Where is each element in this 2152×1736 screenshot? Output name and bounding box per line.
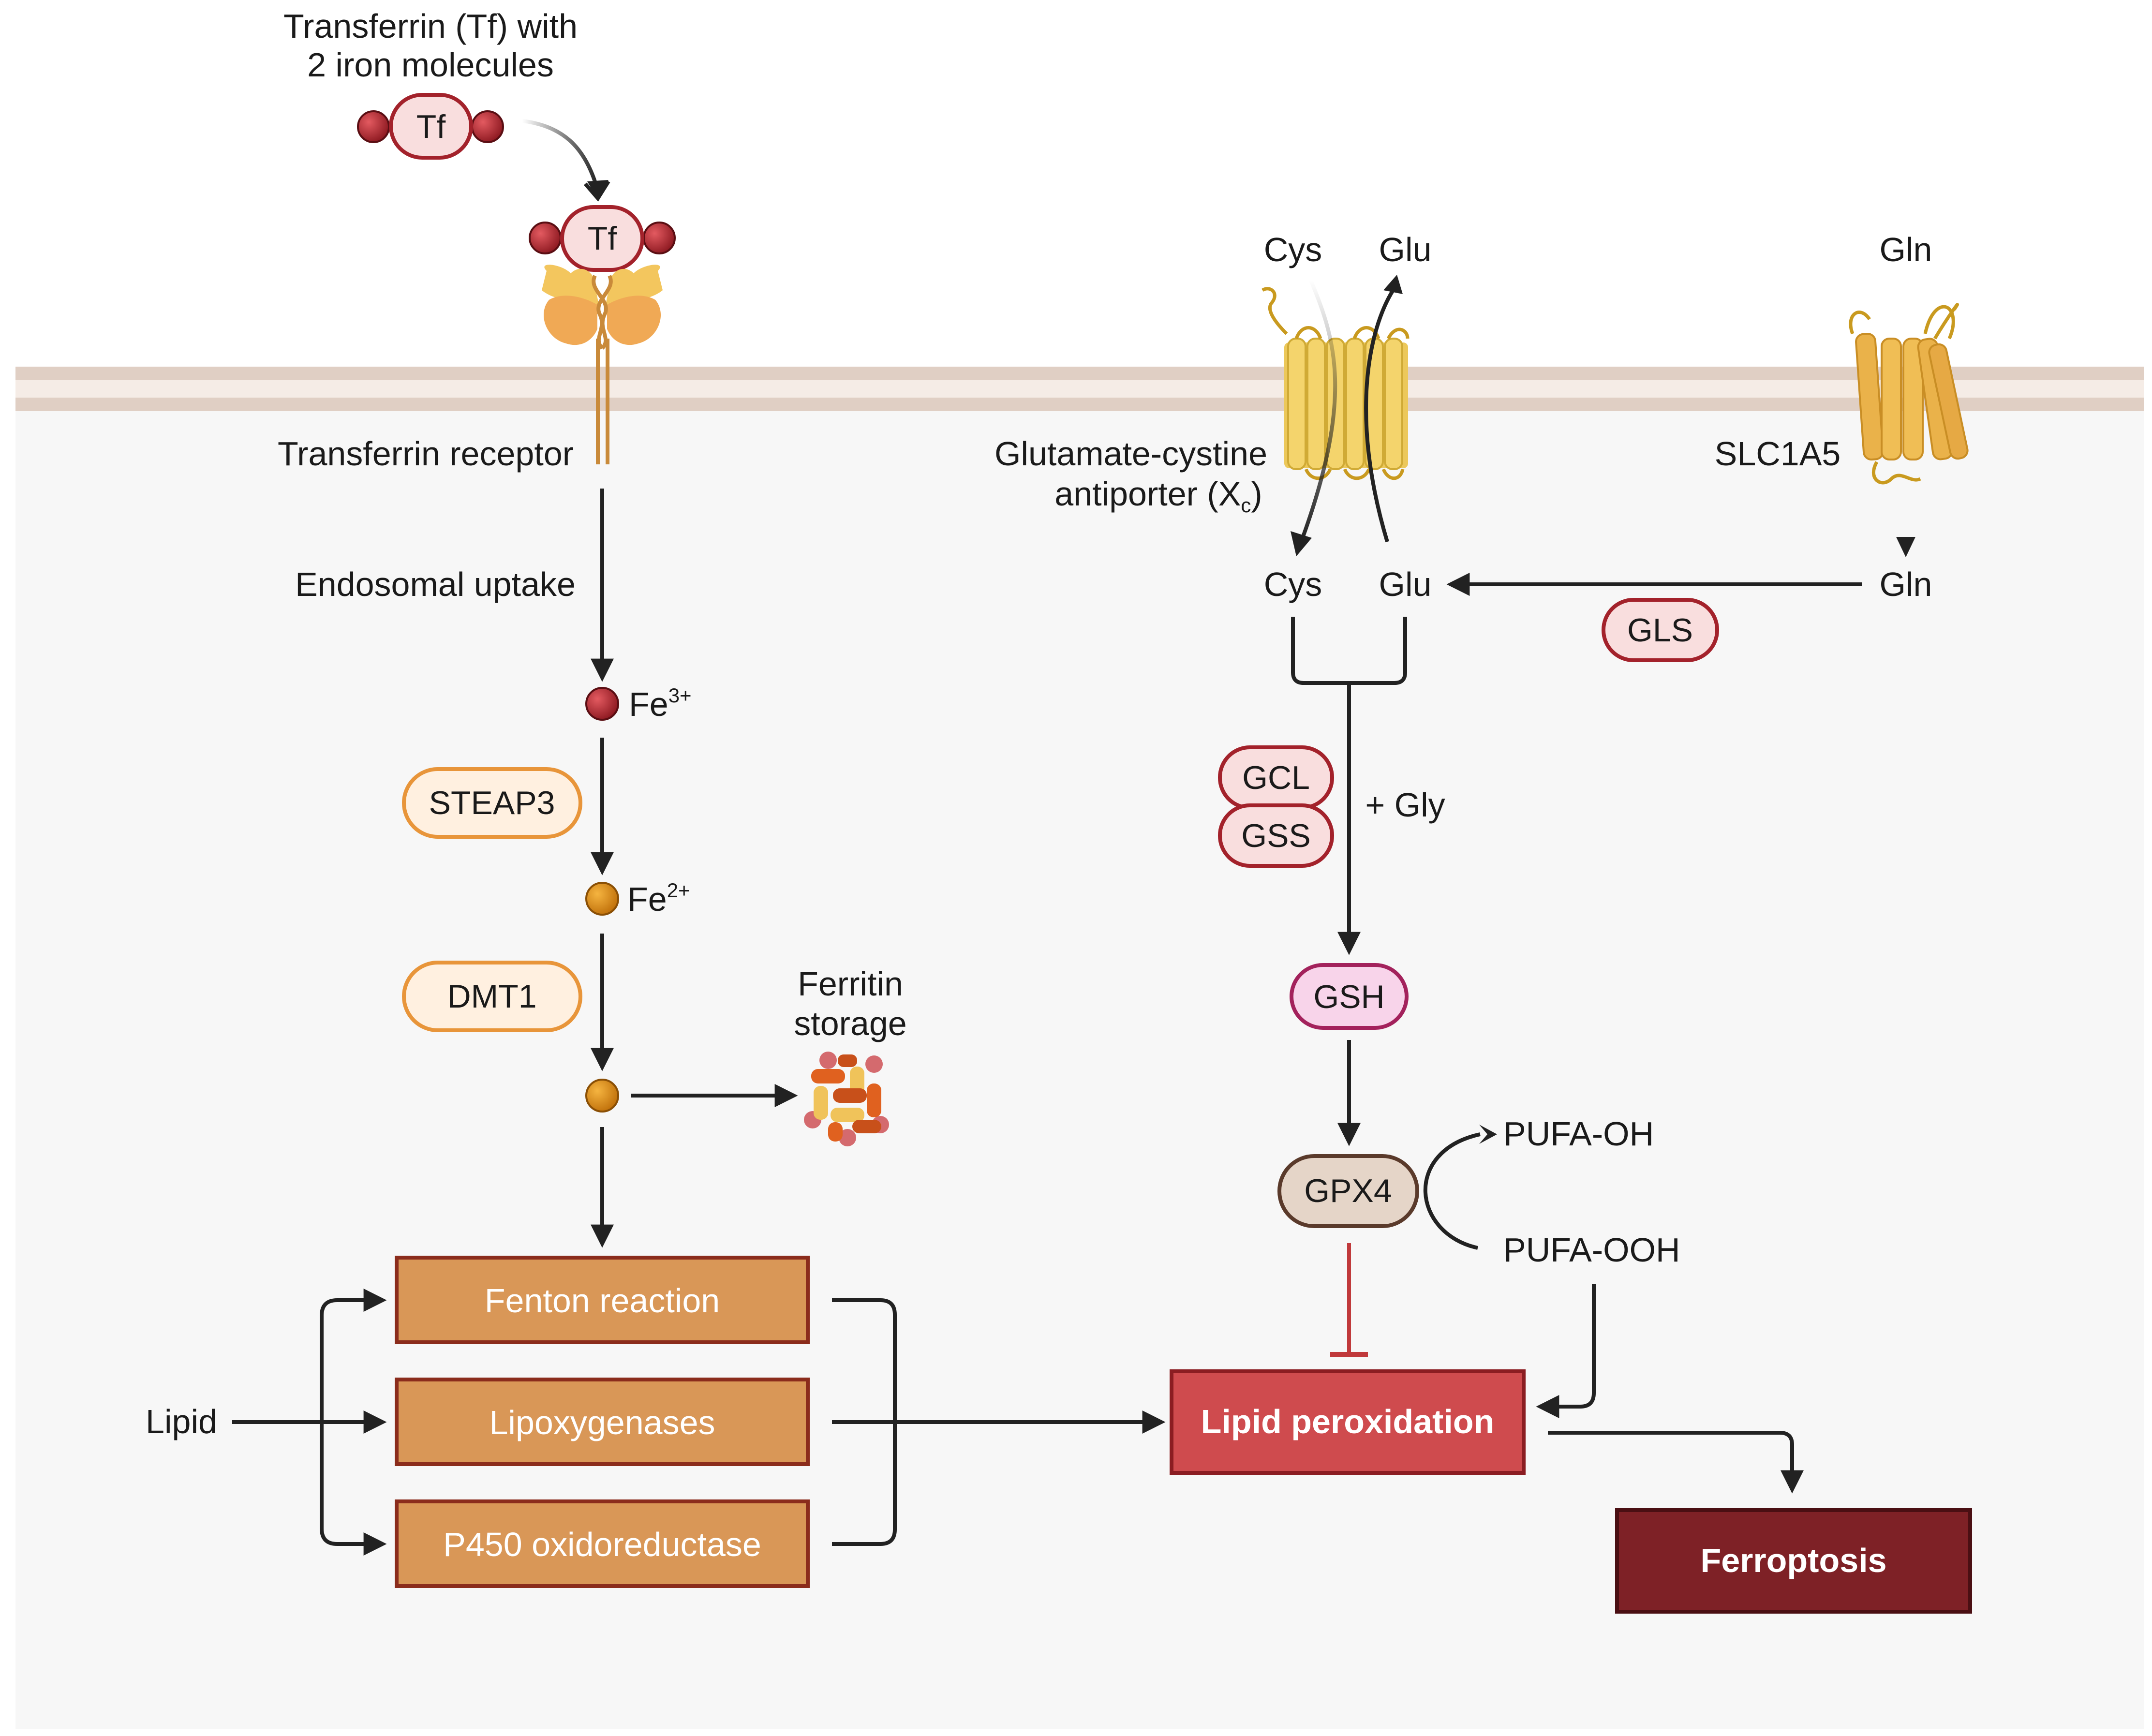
gsh-label: GSH: [1313, 979, 1384, 1015]
slc1a5-label: SLC1A5: [1715, 435, 1841, 473]
cys-outside-label: Cys: [1264, 231, 1322, 268]
tf-bound-label: Tf: [588, 220, 617, 257]
glu-export-arrow: [1364, 289, 1395, 543]
dmt1-transporter: DMT1: [402, 961, 582, 1032]
transferrin-receptor-label: Transferrin receptor: [278, 435, 574, 473]
ferritin-icon: [804, 1052, 889, 1146]
fe3-iron-icon: [585, 687, 619, 721]
lipid-peroxidation-box: Lipid peroxidation: [1170, 1369, 1526, 1475]
pufa-ooh-label: PUFA-OOH: [1503, 1231, 1680, 1269]
ferroptosis-label: Ferroptosis: [1700, 1542, 1886, 1579]
ferroptosis-box: Ferroptosis: [1615, 1508, 1972, 1614]
lipid-branch-up: [320, 1289, 387, 1422]
transferrin-receptor-protein: [542, 265, 663, 464]
transferrin-bound: Tf: [529, 205, 676, 272]
fe2-iron-icon: [585, 882, 619, 916]
plus-gly-label: + Gly: [1365, 786, 1445, 824]
fe2-label: Fe2+: [627, 879, 690, 918]
gsh-molecule: GSH: [1290, 963, 1409, 1030]
fenton-label: Fenton reaction: [485, 1282, 720, 1320]
glu-inside-label: Glu: [1379, 565, 1432, 603]
dmt1-label: DMT1: [447, 978, 536, 1015]
cys-inside-label: Cys: [1264, 565, 1322, 603]
pufa-oh-label: PUFA-OH: [1503, 1115, 1654, 1153]
lipid-label: Lipid: [146, 1403, 217, 1440]
pufa-ooh-to-lipid-peroxidation-arrow: [1536, 1284, 1596, 1418]
gls-label: GLS: [1627, 612, 1693, 649]
steap3-label: STEAP3: [429, 785, 555, 821]
fenton-reaction-box: Fenton reaction: [395, 1256, 810, 1344]
tf-binding-arrow: [522, 119, 600, 192]
fe3-label: Fe3+: [629, 684, 692, 723]
gss-enzyme: GSS: [1218, 803, 1334, 868]
antiporter-name-line1: Glutamate-cystine: [994, 435, 1267, 473]
glutamate-cystine-antiporter-protein: [1262, 287, 1410, 480]
labile-iron-icon: [585, 1079, 619, 1113]
transferrin-label-line1: Transferrin (Tf) with: [283, 7, 578, 45]
lipid-peroxidation-label: Lipid peroxidation: [1201, 1403, 1495, 1440]
ferritin-label-line1: Ferritin: [798, 965, 903, 1003]
slc1a5-transporter-protein: [1849, 303, 1969, 485]
p450-box: P450 oxidoreductase: [395, 1499, 810, 1588]
cell-membrane: [15, 367, 2144, 411]
transferrin-free: Tf: [357, 93, 504, 160]
lipoxygenases-box: Lipoxygenases: [395, 1378, 810, 1466]
endosomal-uptake-label: Endosomal uptake: [295, 565, 576, 603]
tf-free-label: Tf: [416, 108, 446, 145]
gss-label: GSS: [1241, 817, 1311, 854]
gls-enzyme: GLS: [1602, 598, 1719, 662]
cys-import-arrow: [1299, 280, 1337, 543]
p450-label: P450 oxidoreductase: [443, 1526, 761, 1563]
gpx4-label: GPX4: [1304, 1172, 1392, 1209]
lipid-branch-down: [320, 1422, 387, 1556]
glu-outside-label: Glu: [1379, 231, 1432, 268]
gpx4-reduction-curve: [1423, 1132, 1481, 1250]
transferrin-label-line2: 2 iron molecules: [307, 46, 554, 84]
cytoplasm-background: [15, 397, 2144, 1729]
gln-outside-label: Gln: [1880, 231, 1932, 268]
antiporter-name-line2: antiporter (Xc): [1054, 475, 1262, 517]
gln-inside-label: Gln: [1880, 565, 1932, 603]
gcl-label: GCL: [1242, 759, 1310, 796]
gcl-enzyme: GCL: [1218, 745, 1334, 810]
steap3-enzyme: STEAP3: [402, 767, 582, 839]
arrow-to-ferroptosis: [1548, 1431, 1804, 1494]
gpx4-enzyme: GPX4: [1277, 1154, 1419, 1228]
lipoxygenases-label: Lipoxygenases: [490, 1404, 715, 1441]
ferritin-label-line2: storage: [794, 1005, 906, 1042]
